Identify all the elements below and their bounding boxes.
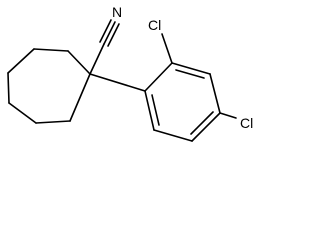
triple-bond-line	[103, 21, 116, 45]
ring-bond	[35, 120, 71, 124]
aromatic-double-bond	[151, 94, 160, 126]
aromatic-bond	[171, 62, 211, 75]
dichlorophenyl-ring	[144, 62, 221, 142]
ring-bond	[7, 48, 35, 74]
nitrile-group: N	[89, 4, 122, 75]
ring-bond	[33, 48, 69, 52]
aromatic-bond	[191, 112, 221, 142]
aromatic-bond	[209, 73, 221, 114]
aromatic-bond	[144, 62, 173, 92]
nitrogen-label: N	[112, 4, 122, 20]
aromatic-bond	[144, 90, 155, 131]
ortho-chloro-group: Cl	[148, 17, 173, 64]
chlorine-label-ortho: Cl	[148, 17, 161, 33]
c-c-bond	[89, 43, 105, 75]
triple-bond-line	[107, 23, 120, 47]
aromatic-bond	[153, 129, 193, 142]
chemical-structure-diagram: N Cl Cl	[7, 4, 253, 142]
c-cl-bond	[219, 112, 237, 119]
cycloheptane-ring	[7, 48, 91, 124]
ring-bond	[8, 102, 37, 124]
ring-to-phenyl-bond	[89, 73, 146, 92]
c-cl-bond	[161, 33, 173, 64]
ring-bond	[67, 50, 91, 75]
ring-bond	[69, 73, 91, 122]
triple-bond-line	[99, 19, 112, 43]
aromatic-double-bond	[175, 69, 205, 79]
para-chloro-group: Cl	[219, 112, 253, 131]
aromatic-double-bond	[190, 111, 214, 135]
chlorine-label-para: Cl	[240, 115, 253, 131]
ring-bond	[7, 72, 10, 104]
